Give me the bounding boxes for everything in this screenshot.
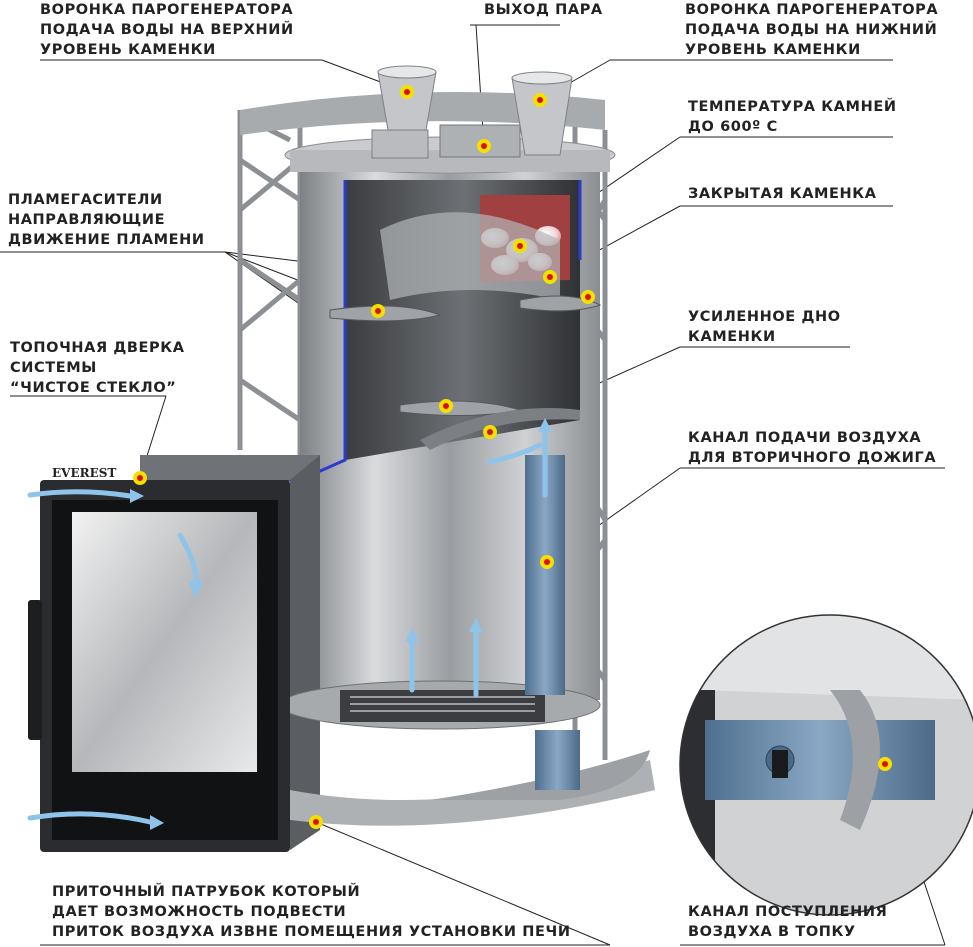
label-line: ПЛАМЕГАСИТЕЛИ: [8, 192, 163, 208]
label-line: НАПРАВЛЯЮЩИЕ: [8, 212, 166, 228]
label-line: СИСТЕМЫ: [10, 360, 97, 376]
zoom-detail: [680, 615, 973, 915]
label-line: УРОВЕНЬ КАМЕНКИ: [40, 42, 216, 58]
label-line: ТОПОЧНАЯ ДВЕРКА: [10, 340, 185, 356]
label-firebox-door: ТОПОЧНАЯ ДВЕРКА СИСТЕМЫ “ЧИСТОЕ СТЕКЛО”: [10, 338, 185, 398]
label-line: ВЫХОД ПАРА: [484, 2, 603, 18]
label-line: ПОДАЧА ВОДЫ НА ВЕРХНИЙ: [40, 22, 294, 38]
brand-logo: EVEREST: [52, 466, 116, 480]
label-line: “ЧИСТОЕ СТЕКЛО”: [10, 380, 177, 396]
label-line: ВОРОНКА ПАРОГЕНЕРАТОРА: [40, 2, 294, 18]
firebox-air-channel: [705, 720, 935, 800]
label-line: УРОВЕНЬ КАМЕНКИ: [685, 42, 861, 58]
label-line: КАНАЛ ПОДАЧИ ВОЗДУХА: [688, 430, 922, 446]
label-line: ВОРОНКА ПАРОГЕНЕРАТОРА: [685, 2, 939, 18]
door-glass: [72, 512, 257, 772]
label-secondary-air: КАНАЛ ПОДАЧИ ВОЗДУХА ДЛЯ ВТОРИЧНОГО ДОЖИ…: [688, 428, 936, 468]
funnel-left: [377, 71, 437, 131]
arrow-heads: [130, 418, 790, 830]
label-line: ДВИЖЕНИЕ ПЛАМЕНИ: [8, 232, 205, 248]
label-flame-arresters: ПЛАМЕГАСИТЕЛИ НАПРАВЛЯЮЩИЕ ДВИЖЕНИЕ ПЛАМ…: [8, 190, 205, 250]
markers: [133, 85, 892, 829]
label-line: КАМЕНКИ: [688, 329, 776, 345]
label-line: УСИЛЕННОЕ ДНО: [688, 309, 841, 325]
label-closed-heater: ЗАКРЫТАЯ КАМЕНКА: [688, 184, 877, 204]
label-line: КАНАЛ ПОСТУПЛЕНИЯ: [688, 904, 888, 920]
label-top-left: ВОРОНКА ПАРОГЕНЕРАТОРА ПОДАЧА ВОДЫ НА ВЕ…: [40, 0, 294, 60]
label-line: ДО 600º С: [688, 119, 778, 135]
label-line: ЗАКРЫТАЯ КАМЕНКА: [688, 186, 877, 202]
label-steam-outlet: ВЫХОД ПАРА: [484, 0, 603, 20]
door-handle: [28, 600, 42, 740]
label-firebox-air: КАНАЛ ПОСТУПЛЕНИЯ ВОЗДУХА В ТОПКУ: [688, 902, 887, 942]
label-line: ПРИТОК ВОЗДУХА ИЗВНЕ ПОМЕЩЕНИЯ УСТАНОВКИ…: [52, 924, 571, 940]
label-line: ПОДАЧА ВОДЫ НА НИЖНИЙ: [685, 22, 938, 38]
label-line: ДАЕТ ВОЗМОЖНОСТЬ ПОДВЕСТИ: [52, 904, 347, 920]
label-top-right: ВОРОНКА ПАРОГЕНЕРАТОРА ПОДАЧА ВОДЫ НА НИ…: [685, 0, 938, 60]
label-inlet-pipe: ПРИТОЧНЫЙ ПАТРУБОК КОТОРЫЙ ДАЕТ ВОЗМОЖНО…: [52, 882, 571, 942]
label-line: ПРИТОЧНЫЙ ПАТРУБОК КОТОРЫЙ: [52, 884, 361, 900]
grate: [340, 690, 545, 722]
label-line: ДЛЯ ВТОРИЧНОГО ДОЖИГА: [688, 450, 937, 466]
label-stone-temp: ТЕМПЕРАТУРА КАМНЕЙ ДО 600º С: [688, 97, 897, 137]
label-line: ВОЗДУХА В ТОПКУ: [688, 924, 856, 940]
label-line: ТЕМПЕРАТУРА КАМНЕЙ: [688, 99, 897, 115]
label-reinforced-bottom: УСИЛЕННОЕ ДНО КАМЕНКИ: [688, 307, 841, 347]
